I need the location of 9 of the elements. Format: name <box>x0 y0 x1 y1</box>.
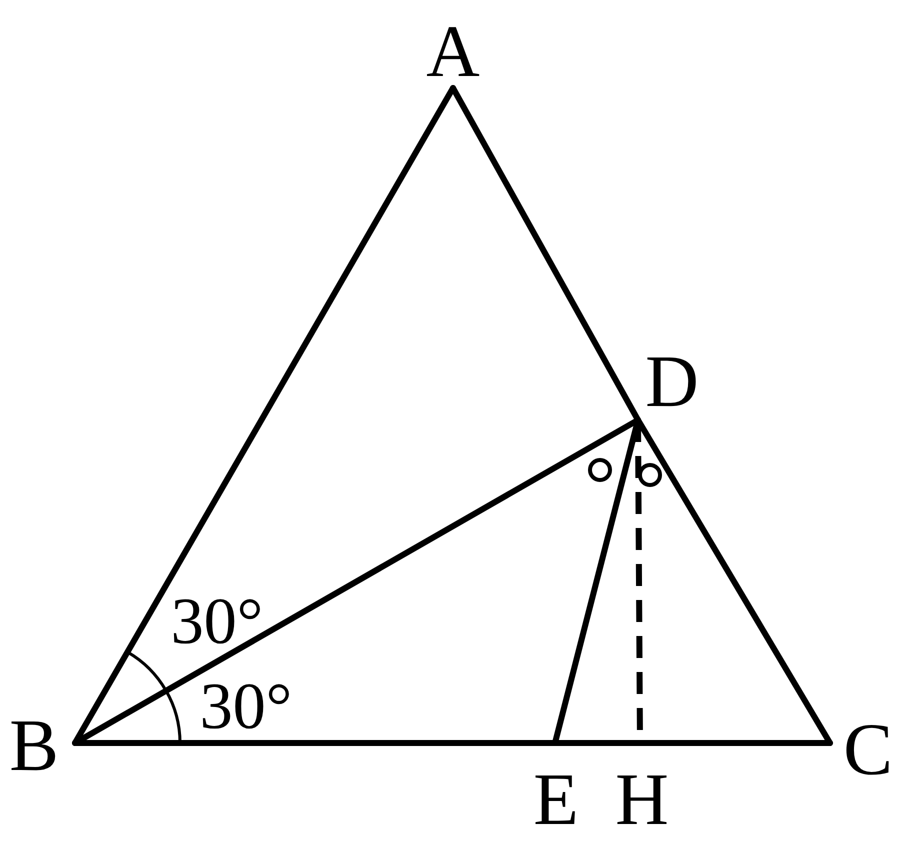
vertex-label: D <box>645 345 699 419</box>
vertex-label: C <box>843 713 893 787</box>
vertex-label: B <box>9 709 59 783</box>
vertex-label: H <box>615 763 669 837</box>
angle-label: 30° <box>200 674 292 740</box>
angle-label: 30° <box>170 589 264 655</box>
vertex-label: E <box>533 763 579 837</box>
vertex-label: A <box>426 15 480 89</box>
line-segment <box>637 740 833 746</box>
